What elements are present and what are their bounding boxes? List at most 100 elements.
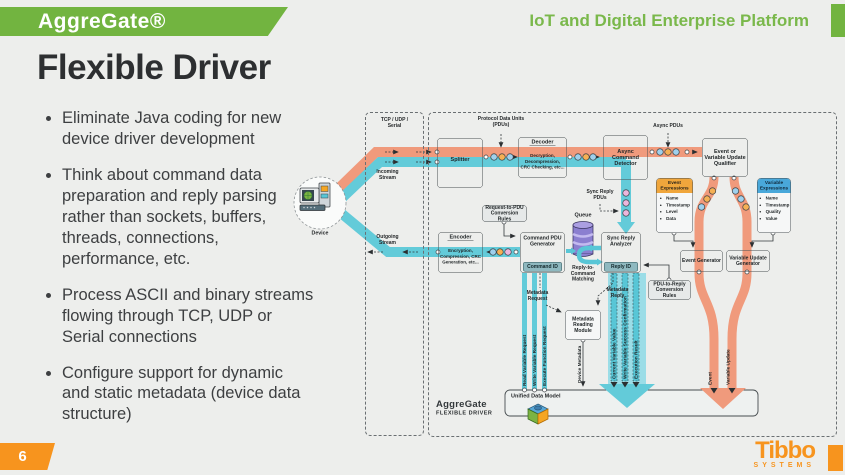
var-expr-item: Quality bbox=[766, 209, 790, 216]
tibbo-logo-sub: SYSTEMS bbox=[753, 462, 815, 469]
bullet-item: Eliminate Java coding for new device dri… bbox=[62, 108, 314, 150]
async-pdus-label: Async PDUs bbox=[653, 123, 683, 129]
var-expr-item: Value bbox=[766, 215, 790, 222]
unified-data-model-label: Unified Data Model bbox=[511, 393, 561, 399]
flow-label-device-metadata: Device Metadata bbox=[577, 345, 583, 383]
metadata-reply-arrow bbox=[595, 273, 614, 306]
flow-label-variable-update: Variable Update bbox=[726, 349, 732, 385]
reply-to-command-flow bbox=[576, 245, 601, 265]
aggregate-cube-icon bbox=[527, 403, 549, 425]
bullet-item: Configure support for dynamic and static… bbox=[62, 363, 314, 426]
command-pdu-generator-box: Command PDU Generator Command ID bbox=[520, 232, 565, 273]
encoder-subtitle: Encryption, Compression, CRC Generation,… bbox=[439, 248, 481, 265]
event-generator-label: Event Generator bbox=[682, 258, 721, 264]
async-command-detector-label: Async Command Detector bbox=[612, 148, 639, 167]
metadata-reading-module-box: Metadata Reading Module bbox=[565, 310, 601, 340]
splitter-box: Splitter bbox=[437, 138, 483, 188]
transport-label: TCP / UDP / Serial bbox=[380, 117, 409, 129]
wvs-arrowhead bbox=[621, 382, 629, 388]
async-command-detector-box: Async Command Detector bbox=[603, 135, 648, 180]
request-to-pdu-rules-label: Request-to-PDU Conversion Rules bbox=[485, 205, 524, 222]
reply-big-arrow bbox=[599, 384, 655, 408]
flexible-driver-diagram: Read Variable Request Write Variable Req… bbox=[290, 105, 840, 450]
qualifier-label: Event or Variable Update Qualifier bbox=[704, 148, 746, 167]
sync-reply-analyzer-box: Sync Reply Analyzer Reply ID bbox=[601, 232, 641, 273]
bullet-item: Process ASCII and binary streams flowing… bbox=[62, 285, 314, 348]
sync-reply-analyzer-label: Sync Reply Analyzer bbox=[606, 235, 636, 247]
event-expr-item: Data bbox=[666, 215, 690, 222]
diagram-brand-sub: FLEXIBLE DRIVER bbox=[436, 410, 493, 416]
reply-id-box: Reply ID bbox=[603, 261, 639, 272]
variable-expressions-title: Variable Expressions bbox=[757, 178, 791, 194]
cpg-to-queue-arrow bbox=[571, 247, 576, 255]
flow-label-write-variable: Write Variable Request bbox=[532, 334, 538, 386]
tibbo-logo-name: Tibbo bbox=[755, 437, 816, 464]
encoder-box: Encoder Encryption, Compression, CRC Gen… bbox=[438, 232, 483, 273]
read-variable-bar bbox=[522, 273, 527, 390]
var-expr-item: Name bbox=[766, 195, 790, 202]
metadata-request-label: Metadata Request bbox=[526, 290, 549, 302]
incoming-stream-salmon bbox=[334, 147, 702, 193]
command-id-box: Command ID bbox=[523, 261, 562, 272]
current-variable-value-bar bbox=[610, 272, 618, 382]
transport-container bbox=[365, 112, 424, 436]
sync-reply-pdus-label: Sync Reply PDUs bbox=[586, 189, 614, 201]
write-success-bar bbox=[621, 272, 629, 382]
brand-banner: AggreGate® bbox=[0, 7, 288, 36]
queue-label: Queue bbox=[574, 212, 592, 218]
incoming-stream-label: Incoming Stream bbox=[376, 169, 399, 181]
page-title: Flexible Driver bbox=[37, 48, 271, 87]
decoder-title: Decoder bbox=[529, 139, 556, 147]
tibbo-logo-bar bbox=[828, 445, 843, 471]
outgoing-stream-teal bbox=[337, 209, 520, 257]
metadata-request-arrow bbox=[545, 304, 562, 313]
header-corner-block bbox=[831, 4, 845, 37]
pdu-label: Protocol Data Units (PDUs) bbox=[477, 116, 525, 128]
diagram-streams-layer: Read Variable Request Write Variable Req… bbox=[293, 133, 776, 425]
variable-update-generator-box: Variable Update Generator bbox=[726, 250, 770, 272]
event-expr-item: Level bbox=[666, 209, 690, 216]
event-expressions-items: Name Timestamp Level Data bbox=[659, 195, 690, 222]
diagram-brand-name: AggreGate bbox=[436, 399, 487, 410]
pdu-to-reply-rules-label: PDU-to-Reply Conversion Rules bbox=[653, 281, 686, 299]
variable-update-generator-label: Variable Update Generator bbox=[729, 255, 767, 267]
event-variable-big-arrow bbox=[700, 388, 746, 409]
flow-label-execution-result: Execution Result bbox=[634, 340, 640, 379]
event-expr-item: Name bbox=[666, 195, 690, 202]
diagram-brand: AggreGate FLEXIBLE DRIVER bbox=[436, 399, 492, 416]
variable-expressions-items: Name Timestamp Quality Value bbox=[759, 195, 790, 222]
event-expr-item: Timestamp bbox=[666, 202, 690, 209]
tibbo-logo: Tibbo SYSTEMS bbox=[753, 437, 816, 470]
sync-reply-arrowhead bbox=[617, 222, 635, 234]
rules-to-cpg-connector bbox=[503, 222, 516, 239]
metadata-reply-label: Metadata Reply bbox=[606, 287, 629, 299]
eventexpr-to-generator-connector bbox=[673, 233, 696, 248]
flow-label-execute-function: Execute Function Request bbox=[542, 326, 548, 386]
brand-logo-text: AggreGate® bbox=[38, 9, 166, 33]
var-expr-item: Timestamp bbox=[766, 202, 790, 209]
flow-label-event: Event bbox=[708, 372, 714, 385]
incoming-stream-teal bbox=[336, 157, 626, 204]
flow-label-write-success: Write Variable Success Confirmation bbox=[623, 296, 629, 379]
event-expressions-box: Event Expressions Name Timestamp Level D… bbox=[656, 178, 693, 233]
variable-expressions-box: Variable Expressions Name Timestamp Qual… bbox=[757, 178, 791, 233]
qualifier-box: Event or Variable Update Qualifier bbox=[702, 138, 748, 177]
reply-to-command-label: Reply-to-Command Matching bbox=[570, 265, 596, 282]
metadata-reading-module-label: Metadata Reading Module bbox=[572, 316, 594, 334]
event-arrowhead bbox=[710, 388, 718, 394]
flexible-driver-container bbox=[428, 112, 837, 437]
bullet-item: Think about command data preparation and… bbox=[62, 165, 314, 270]
device-icon bbox=[293, 176, 347, 230]
outgoing-stream-label: Outgoing Stream bbox=[376, 234, 399, 246]
bullet-list: Eliminate Java coding for new device dri… bbox=[40, 108, 342, 440]
execution-result-bar bbox=[632, 272, 640, 382]
write-variable-bar bbox=[532, 273, 537, 390]
sync-reply-pointer bbox=[599, 204, 619, 214]
request-to-pdu-rules-box: Request-to-PDU Conversion Rules bbox=[482, 205, 527, 222]
page-number: 6 bbox=[18, 448, 27, 465]
decoder-box: Decoder Decryption, Decompression, CRC C… bbox=[518, 137, 567, 178]
flow-label-read-variable: Read Variable Request bbox=[522, 334, 528, 386]
queue-flow-arrow-right bbox=[597, 258, 603, 266]
decoder-subtitle: Decryption, Decompression, CRC Checking,… bbox=[520, 153, 565, 170]
event-expressions-title: Event Expressions bbox=[656, 178, 693, 194]
